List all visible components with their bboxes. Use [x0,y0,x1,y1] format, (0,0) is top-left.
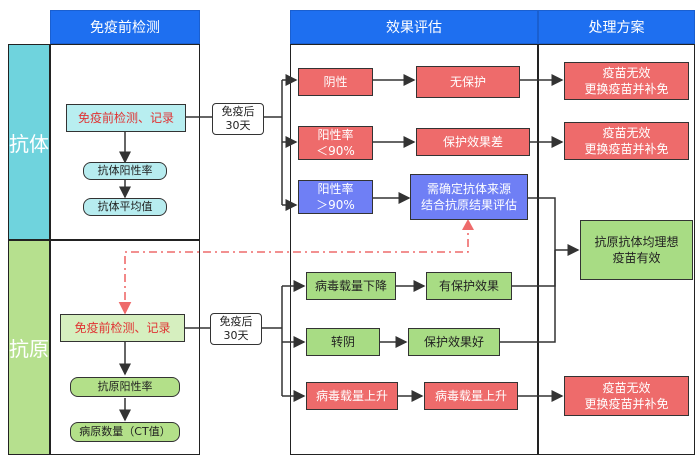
antibody-pretest-record: 免疫前检测、记录 [66,104,186,132]
plan-vaccine-invalid-3: 疫苗无效 更换疫苗并补免 [564,376,689,416]
antigen-pathogen-count: 病原数量（CT值） [70,422,180,442]
plan-vaccine-effective: 抗原抗体均理想 疫苗有效 [580,220,693,280]
eval-positive-above-90: 阳性率 ＞90% [298,180,373,214]
antibody-after-30days: 免疫后 30天 [212,103,264,135]
antibody-average: 抗体平均值 [83,198,167,216]
eval-has-protection: 有保护效果 [426,272,512,300]
eval-confirm-antibody-source: 需确定抗体来源 结合抗原结果评估 [410,174,528,220]
lane-antibody-label: 抗体 [8,44,50,240]
header-evaluation: 效果评估 [290,10,538,44]
plan-vaccine-invalid-2: 疫苗无效 更换疫苗并补免 [564,122,689,160]
eval-turn-negative: 转阴 [306,328,380,356]
antigen-after-30days: 免疫后 30天 [210,313,262,345]
eval-good-protection: 保护效果好 [408,328,500,356]
eval-viral-load-up-2: 病毒载量上升 [424,382,518,410]
eval-negative: 阴性 [298,68,373,96]
header-pre-test: 免疫前检测 [50,10,200,44]
eval-no-protection: 无保护 [416,66,520,98]
plan-vaccine-invalid-1: 疫苗无效 更换疫苗并补免 [564,62,689,100]
eval-viral-load-up-1: 病毒载量上升 [306,382,398,410]
antigen-positive-rate: 抗原阳性率 [70,377,180,397]
lane-antigen-label: 抗原 [8,240,50,455]
eval-poor-protection: 保护效果差 [416,128,530,156]
antibody-positive-rate: 抗体阳性率 [83,162,167,180]
eval-viral-load-down: 病毒载量下降 [306,272,396,300]
header-plan: 处理方案 [538,10,695,44]
antigen-pretest-record: 免疫前检测、记录 [60,314,185,342]
eval-positive-below-90: 阳性率 ＜90% [298,126,373,160]
